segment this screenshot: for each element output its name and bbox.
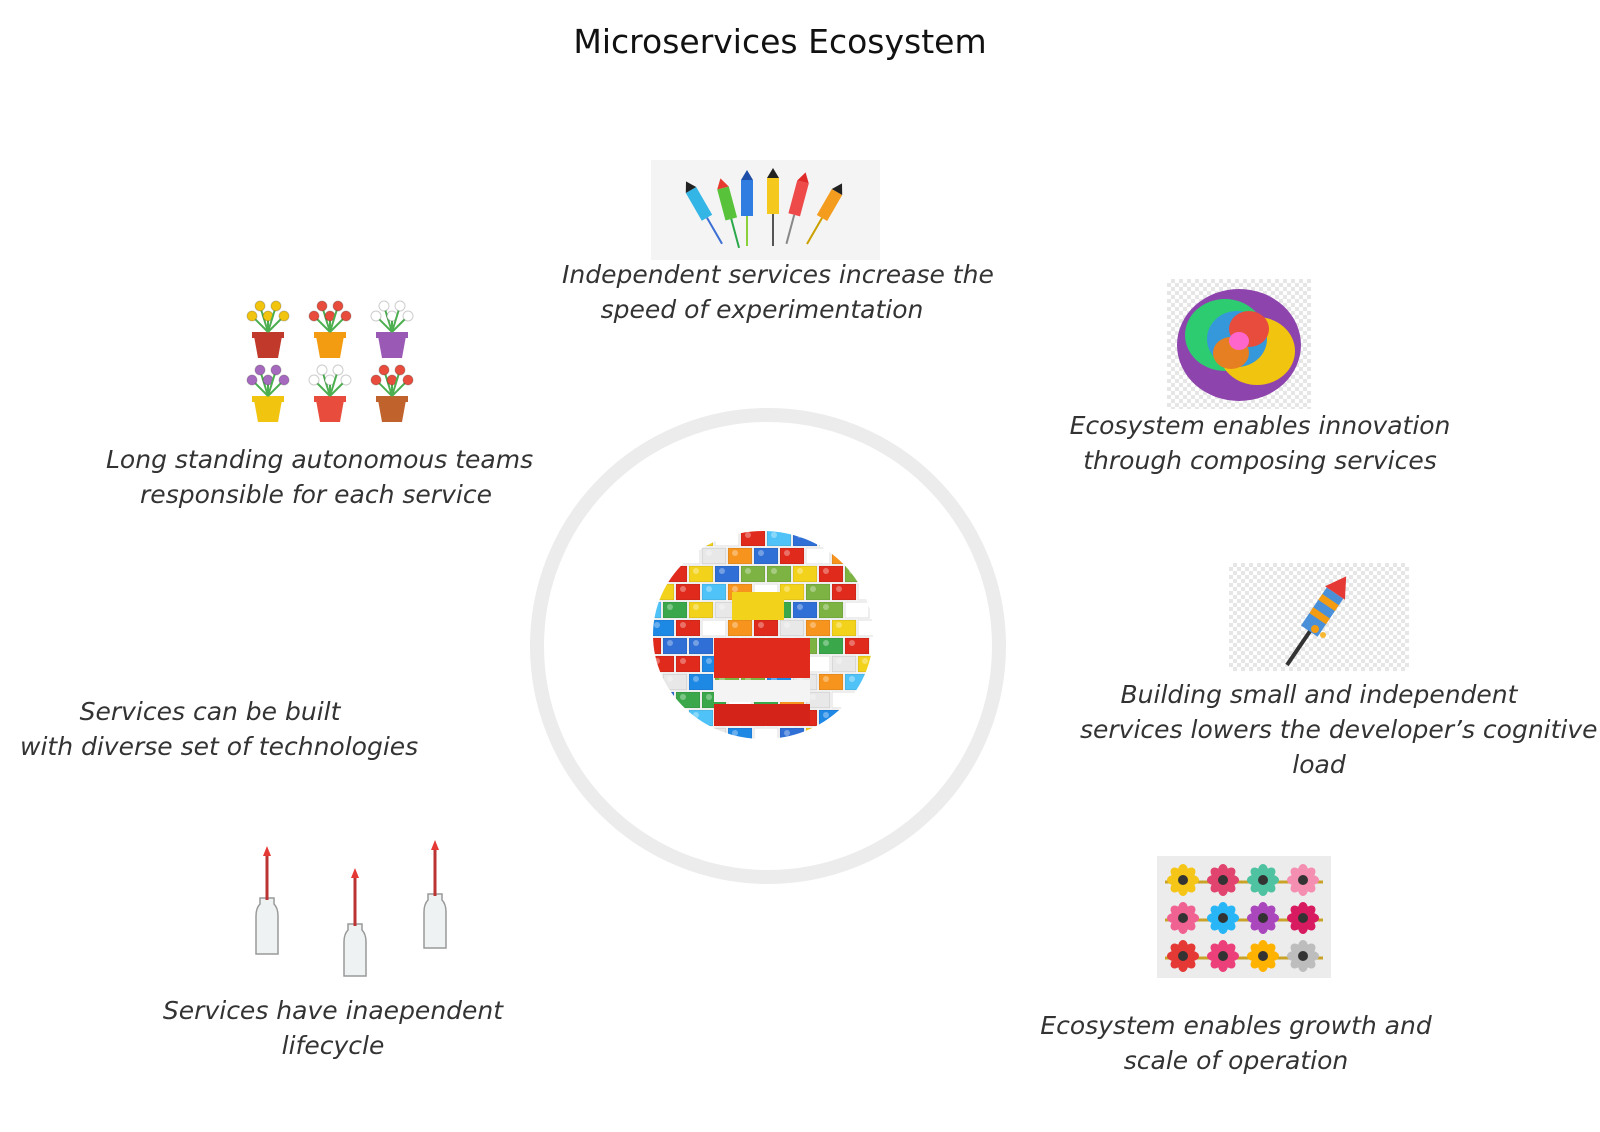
potted-flowers-icon [246,300,414,422]
lego-ball-icon [653,531,873,739]
bottle-rockets-icon [255,840,447,977]
single-rocket-icon [1229,563,1409,671]
rainbow-rose-icon [1167,279,1311,409]
technologies-image-area [170,590,300,670]
fireworks-rockets-icon [651,160,880,260]
paper-flowers-icon [1157,856,1331,978]
diagram-title: Microservices Ecosystem [573,22,987,61]
